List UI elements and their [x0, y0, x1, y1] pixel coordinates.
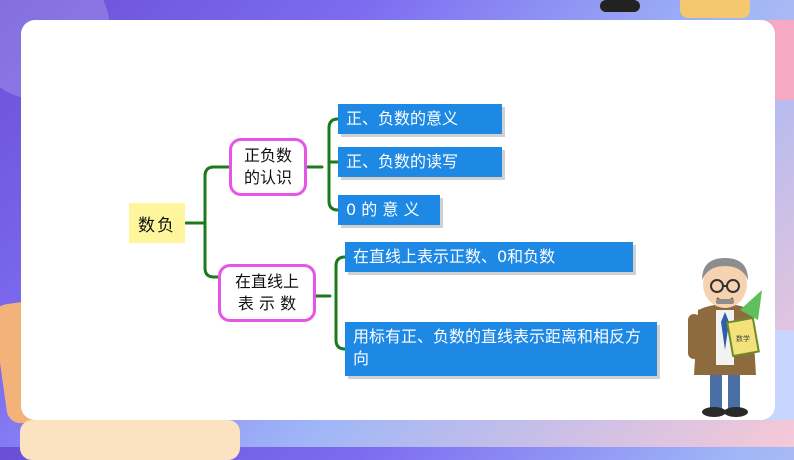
leaf-node: 正、负数的意义	[338, 104, 502, 134]
topic-label-line1: 正负数	[243, 146, 292, 165]
root-node: 数负	[129, 203, 185, 243]
connector-topic2-bracket	[334, 255, 347, 351]
topic-node-positive-negative-numbers: 正负数 的认识	[229, 138, 307, 196]
connector-lines	[184, 117, 347, 351]
connector-root-bracket	[203, 165, 216, 279]
topic-label-line2: 的认识	[243, 168, 292, 187]
teacher-illustration: 数学	[688, 258, 762, 417]
root-label: 数负	[138, 215, 176, 236]
topic-node-number-line: 在直线上 表 示 数	[218, 264, 316, 322]
leaf-node: 用标有正、负数的直线表示距离和相反方向	[345, 322, 657, 376]
leaf-node: 0 的 意 义	[338, 195, 440, 225]
leaf-node: 正、负数的读写	[338, 147, 502, 177]
background-block	[600, 0, 640, 12]
leaf-node: 在直线上表示正数、0和负数	[345, 242, 633, 272]
topic-label-line2: 表 示 数	[237, 294, 297, 313]
connector-topic1-bracket	[327, 117, 340, 212]
book-label: 数学	[736, 334, 750, 343]
topic-label-line1: 在直线上	[234, 272, 299, 291]
background-block	[680, 0, 750, 18]
